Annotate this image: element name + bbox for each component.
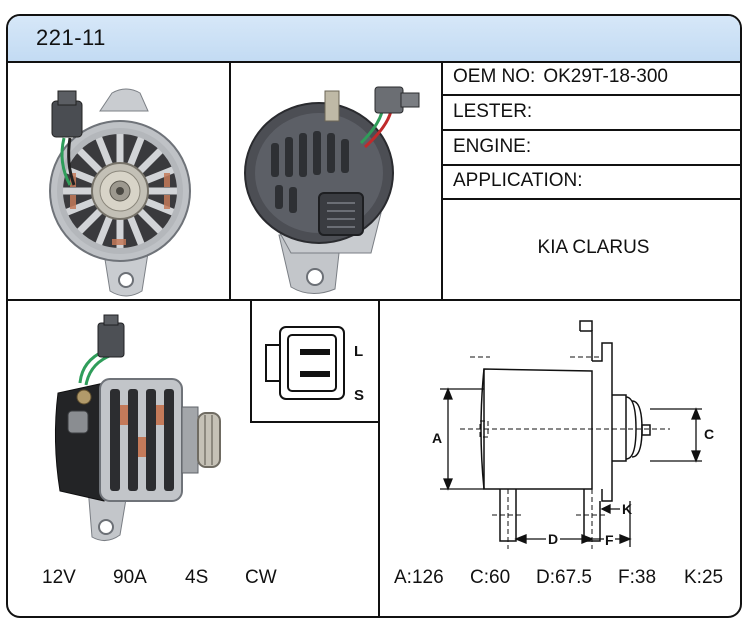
dim-f-letter: F	[604, 532, 615, 548]
dim-k-value: K:25	[684, 567, 724, 588]
terminal-l-pin	[300, 349, 330, 355]
amperage-spec: 90A	[113, 567, 147, 588]
terminal-s-label: S	[354, 387, 365, 404]
engine-label: ENGINE:	[453, 136, 532, 157]
oem-number-value: OK29T-18-300	[543, 66, 668, 87]
dim-c-letter: C	[704, 426, 715, 442]
oem-number-label: OEM NO:	[453, 66, 536, 87]
divider	[443, 129, 740, 131]
divider	[443, 94, 740, 96]
rotation-spec: CW	[245, 567, 277, 588]
divider	[229, 61, 231, 299]
divider	[443, 164, 740, 166]
dim-d-value: D:67.5	[536, 567, 592, 588]
connector-diagram: L S	[252, 301, 378, 421]
dim-k-letter: K	[622, 501, 633, 517]
divider	[250, 299, 252, 422]
spec-sheet-frame: 221-11	[6, 14, 742, 618]
divider	[441, 61, 443, 299]
alternator-rear-view	[231, 63, 441, 299]
terminal-s-pin	[300, 371, 330, 377]
dim-f-value: F:38	[618, 567, 657, 588]
pulley-groove-spec: 4S	[185, 567, 209, 588]
lester-label: LESTER:	[453, 101, 533, 122]
application-value: KIA CLARUS	[537, 237, 650, 258]
part-number-title: 221-11	[36, 25, 106, 50]
dim-a-letter: A	[432, 430, 443, 446]
alternator-front-view	[8, 63, 229, 299]
alternator-side-view	[8, 301, 250, 556]
divider	[250, 421, 380, 423]
voltage-spec: 12V	[42, 567, 76, 588]
dim-d-letter: D	[546, 531, 561, 547]
terminal-l-label: L	[354, 343, 364, 360]
divider	[378, 299, 380, 616]
title-bar: 221-11	[8, 16, 740, 63]
dimension-drawing: A C D F K	[380, 301, 740, 561]
divider	[8, 299, 740, 301]
dim-a-value: A:126	[394, 567, 444, 588]
application-label: APPLICATION:	[453, 170, 583, 191]
oem-number-field: OEM NO: OK29T-18-300	[453, 66, 668, 88]
divider	[443, 198, 740, 200]
dim-c-value: C:60	[470, 567, 511, 588]
